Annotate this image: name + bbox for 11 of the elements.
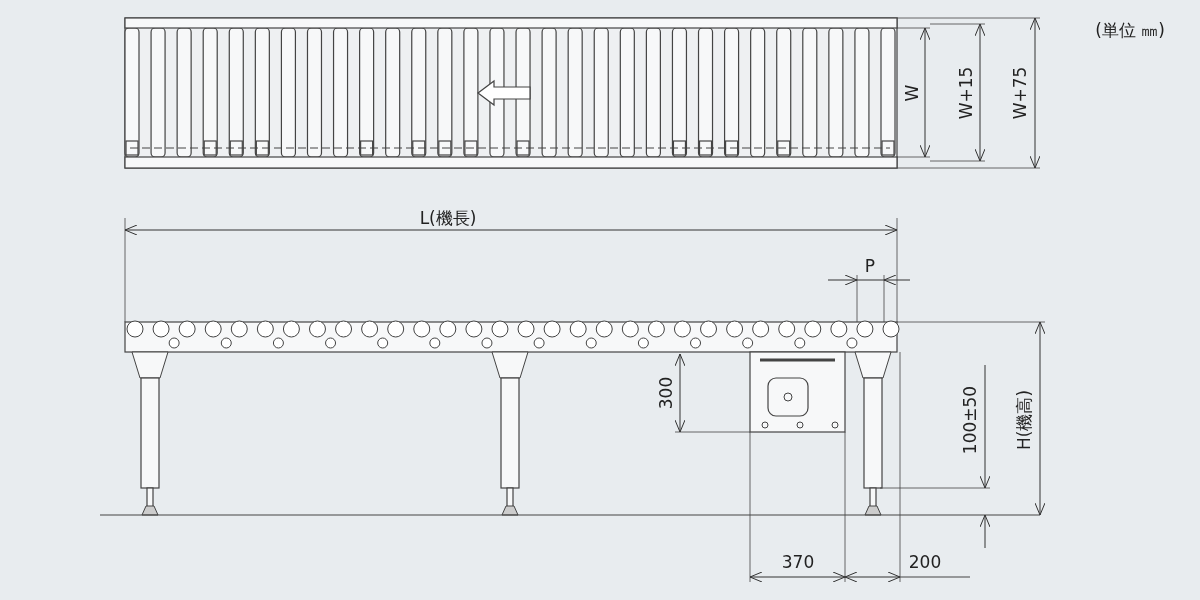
dimension-label: H(機高) [1014, 389, 1034, 451]
dimension-label: L(機長) [419, 208, 477, 228]
dimension-label: 300 [656, 376, 676, 410]
dimension-label: W [902, 84, 922, 102]
dimension-label: P [864, 256, 876, 276]
dimension-label: W+75 [1010, 66, 1030, 120]
dimension-label: 100±50 [960, 385, 980, 455]
dimension-label: 200 [908, 552, 942, 572]
dimension-label: W+15 [956, 66, 976, 120]
dimension-label: 370 [781, 552, 815, 572]
unit-note: (単位 ㎜) [1095, 20, 1165, 40]
